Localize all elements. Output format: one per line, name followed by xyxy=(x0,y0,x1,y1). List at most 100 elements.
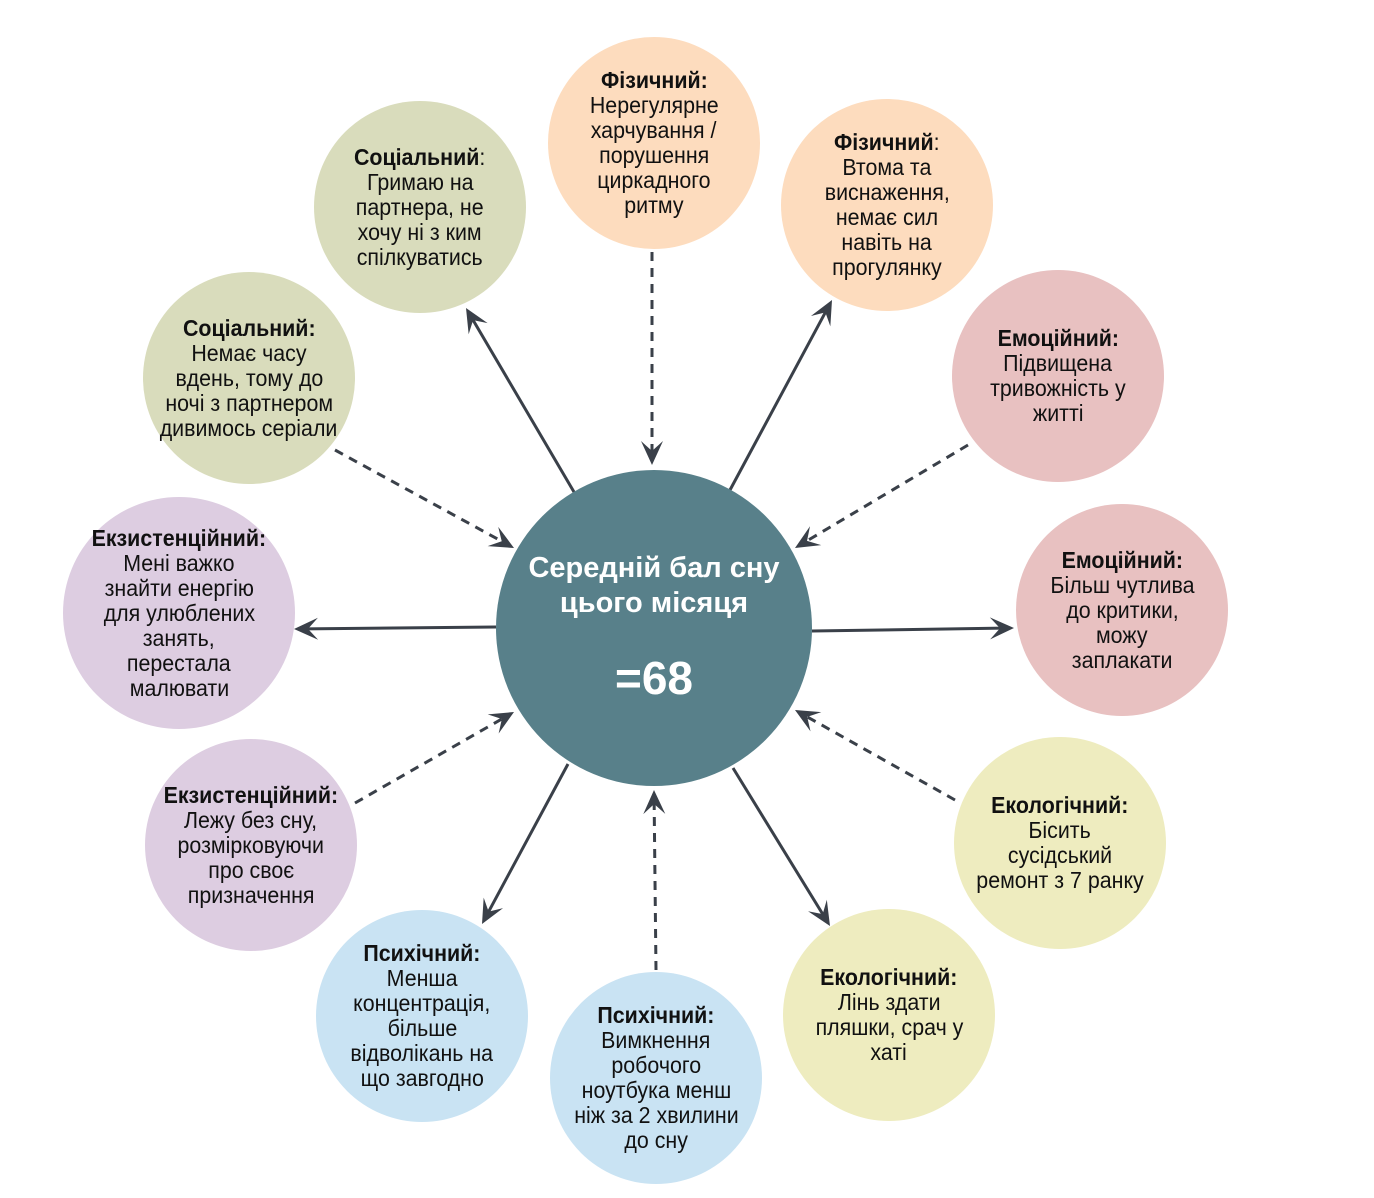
factor-title: Екзистенційний: xyxy=(163,781,339,808)
factor-text-line: Більш чутлива xyxy=(1049,571,1195,598)
factor-separator: : xyxy=(308,314,316,341)
factor-text-line: Лежу без сну, xyxy=(184,806,318,833)
center-score-value: =68 xyxy=(614,652,694,704)
factor-title: Екологічний: xyxy=(991,793,1128,818)
solid-arrow-outbound xyxy=(486,763,570,915)
solid-arrow-outbound xyxy=(811,626,1003,633)
dashed-arrow-inbound xyxy=(652,801,658,971)
factor-text-line: прогулянку xyxy=(832,254,942,280)
factor-text-line: Мені важко xyxy=(123,549,235,576)
factor-text-line: дивимось серіали xyxy=(160,414,338,441)
factor-text-line: Менша xyxy=(386,965,458,991)
factor-text-line: знайти енергію xyxy=(104,574,254,601)
factor-category: Екологічний xyxy=(991,792,1122,818)
factor-separator: : xyxy=(707,1002,715,1028)
factor-text-line: можу xyxy=(1096,621,1148,648)
dashed-arrow-inbound xyxy=(804,714,956,802)
factor-separator: : xyxy=(950,964,958,990)
factor-text-line: пляшки, срач у xyxy=(815,1014,963,1040)
factor-title: Екологічний: xyxy=(820,965,957,990)
factor-text-line: відволікань на xyxy=(350,1040,494,1066)
factor-text-line: для улюблених xyxy=(103,599,255,626)
factor-title: Емоційний: xyxy=(997,326,1118,351)
arrowhead-icon xyxy=(810,300,832,327)
arrowhead-icon xyxy=(482,897,504,924)
factor-category: Екзистенційний xyxy=(91,524,260,551)
factor-title: Психічний: xyxy=(597,1003,714,1028)
factor-text-line: житті xyxy=(1032,400,1084,426)
factor-text-line: до критики, xyxy=(1065,596,1179,623)
factor-text-line: заплакати xyxy=(1071,646,1173,673)
factor-text-line: порушення xyxy=(598,142,710,168)
arrowhead-icon xyxy=(487,712,514,734)
factor-text-line: Втома та xyxy=(842,154,932,180)
factor-text-line: Підвищена xyxy=(1003,350,1113,376)
factor-category: Фізичний xyxy=(600,67,701,93)
factor-title: Соціальний: xyxy=(354,144,485,170)
factor-category: Екзистенційний xyxy=(163,781,332,808)
factor-category: Психічний xyxy=(363,940,474,966)
factor-text-line: навіть на xyxy=(841,229,933,255)
factor-text-line: занять, xyxy=(143,624,215,651)
factor-text-line: робочого xyxy=(611,1052,701,1078)
factor-separator: : xyxy=(1121,792,1129,818)
factor-text-line: більше xyxy=(387,1015,457,1041)
factor-separator: : xyxy=(259,524,267,551)
arrowhead-icon xyxy=(808,899,830,926)
solid-arrow-outbound xyxy=(305,625,497,631)
dashed-arrow-inbound xyxy=(354,716,505,805)
arrowhead-icon xyxy=(795,710,822,732)
factor-text-line: партнера, не xyxy=(356,193,484,220)
factor-text-line: хаті xyxy=(870,1039,908,1065)
factor-text-line: концентрація, xyxy=(353,990,491,1016)
solid-arrow-outbound xyxy=(731,767,825,917)
factor-text-line: перестала xyxy=(127,649,231,676)
factor-category: Фізичний xyxy=(834,129,934,155)
factor-text-line: ритму xyxy=(624,192,684,218)
factor-separator: : xyxy=(331,781,339,808)
factor-separator: : xyxy=(473,940,481,966)
factor-text-line: про своє xyxy=(208,856,294,883)
factor-text-line: ноутбука менш xyxy=(581,1077,731,1103)
factor-text-line: хочу ні з ким xyxy=(358,218,482,245)
factor-text-line: розмірковуючи xyxy=(177,831,325,858)
arrowhead-icon xyxy=(795,526,822,548)
center-score-circle: Середній бал сну цього місяця =68 xyxy=(496,470,812,786)
factor-title: Соціальний: xyxy=(183,314,316,341)
factor-separator: : xyxy=(700,67,708,93)
factor-text-line: Бісить xyxy=(1028,817,1092,843)
arrowhead-icon xyxy=(641,441,663,465)
factor-category: Психічний xyxy=(597,1002,708,1028)
factor-text-line: ремонт з 7 ранку xyxy=(976,867,1144,893)
factor-text-line: Гримаю на xyxy=(366,168,474,195)
factor-title: Психічний: xyxy=(363,941,480,966)
factor-text-line: ніж за 2 хвилини xyxy=(573,1102,739,1128)
factor-text-line: Лінь здати xyxy=(837,989,941,1015)
factor-text-line: призначення xyxy=(187,881,315,908)
factor-text-line: харчування / xyxy=(591,117,717,143)
arrowhead-icon xyxy=(294,617,319,640)
factor-title: Фізичний: xyxy=(601,68,708,93)
factor-text-line: спілкуватись xyxy=(357,243,483,270)
arrowhead-icon xyxy=(487,526,514,548)
factor-title: Емоційний: xyxy=(1061,546,1182,573)
factor-text-line: Вимкнення xyxy=(601,1027,711,1053)
factor-separator: : xyxy=(1111,325,1119,351)
solid-arrow-outbound xyxy=(470,317,576,493)
center-title-line: Середній бал сну xyxy=(528,552,780,584)
factor-text-line: до сну xyxy=(624,1127,688,1153)
factor-title: Фізичний: xyxy=(834,130,940,155)
arrowhead-icon xyxy=(989,617,1014,640)
factor-category: Емоційний xyxy=(1061,546,1176,573)
